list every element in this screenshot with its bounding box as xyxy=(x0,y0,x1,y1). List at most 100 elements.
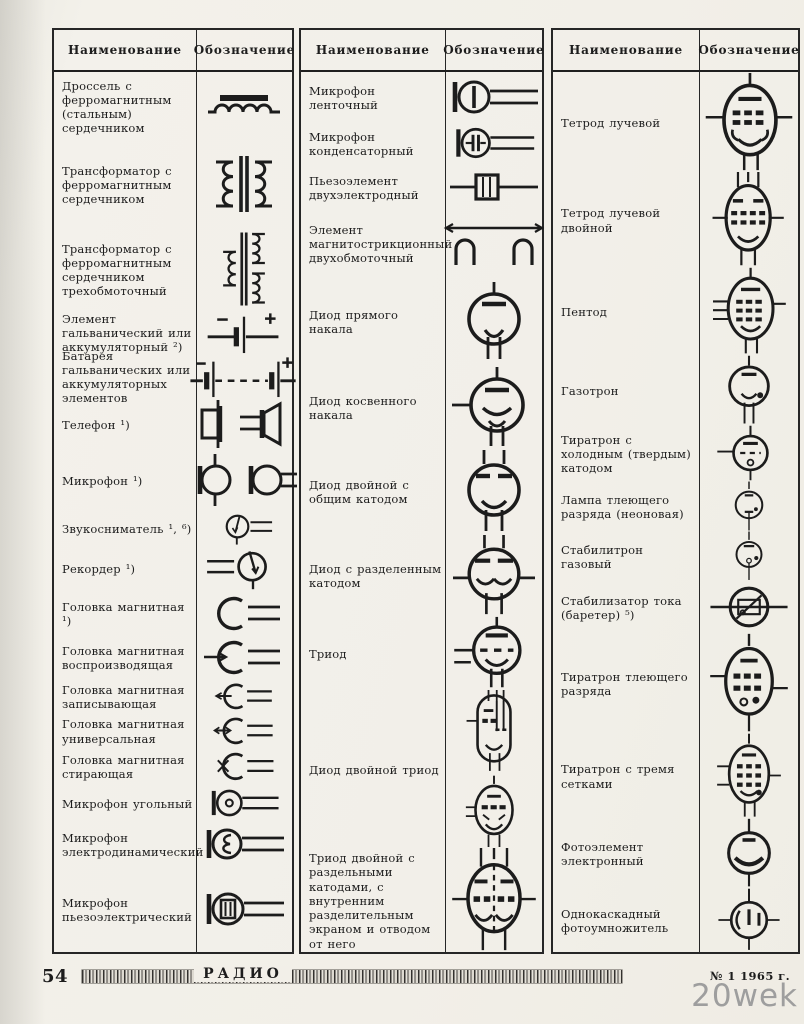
component-name: Тетрод лучевой xyxy=(553,72,700,172)
magazine-title: РАДИО xyxy=(194,965,292,982)
component-name: Микрофон электродинамический xyxy=(54,822,203,866)
component-name: Головка магнитная универсальная xyxy=(54,713,197,748)
table-row: Головка магнитная записывающая xyxy=(54,679,292,713)
photomultiplier-single-stage-icon xyxy=(700,888,798,952)
microphone-icon xyxy=(197,450,298,510)
component-name: Тетрод лучевой двойной xyxy=(553,172,700,267)
component-name: Батарея гальванических или аккумуляторны… xyxy=(54,349,197,405)
table-row: Стабилизатор тока (баретер) ⁵) xyxy=(553,581,798,633)
component-name: Стабилизатор тока (баретер) ⁵) xyxy=(553,581,700,633)
component-name: Трансформатор с ферромагнитным сердечник… xyxy=(54,228,197,310)
microphone-condenser-icon xyxy=(446,122,542,164)
table-row: Газотрон xyxy=(553,355,798,425)
component-name: Элемент магнитострикционный двухобмоточн… xyxy=(301,210,452,276)
component-name: Трансформатор с ферромагнитным сердечник… xyxy=(54,140,197,228)
recorder-icon xyxy=(197,546,292,591)
magnetic-head-playback-icon xyxy=(197,635,292,679)
component-name: Фотоэлемент электронный xyxy=(553,818,700,888)
table-row: Элемент гальванический или аккумуляторны… xyxy=(54,310,292,354)
table-row: Диод с разделенным катодом xyxy=(301,534,542,616)
table-row: Диод прямого накала xyxy=(301,276,542,366)
microphone-electrodynamic-icon xyxy=(197,822,292,866)
microphone-carbon-icon xyxy=(197,784,292,822)
page-footer: 54 РАДИО № 1 1965 г. xyxy=(42,963,790,989)
table-row: Микрофон электродинамический xyxy=(54,822,292,866)
beam-tetrode-icon xyxy=(700,72,798,172)
table-row: Головка магнитная универсальная xyxy=(54,713,292,748)
table-row: Микрофон пьезоэлектрический xyxy=(54,866,292,952)
triode-icon xyxy=(446,616,542,690)
component-name: Диод с разделенным катодом xyxy=(301,534,446,616)
transformer-three-winding-icon xyxy=(197,228,292,310)
component-name: Элемент гальванический или аккумуляторны… xyxy=(54,310,197,354)
component-name: Однокаскадный фотоумножитель xyxy=(553,888,700,952)
table-row: Дроссель с ферромагнитным (стальным) сер… xyxy=(54,72,292,140)
component-name: Диод косвенного накала xyxy=(301,366,446,448)
table-row: Головка магнитная воспроизводящая xyxy=(54,635,292,679)
beam-tetrode-double-icon xyxy=(700,172,798,267)
component-name: Звукосниматель ¹, ⁶) xyxy=(54,510,197,546)
thyratron-three-grids-icon xyxy=(700,733,798,818)
component-name: Микрофон угольный xyxy=(54,784,197,822)
table-row: Звукосниматель ¹, ⁶) xyxy=(54,510,292,546)
table-row: Стабилитрон газовый xyxy=(553,531,798,581)
table-row: Тиратрон с холодным (твердым) катодом xyxy=(553,425,798,481)
component-name: Тиратрон тлеющего разряда xyxy=(553,633,700,733)
table-row: Пентод xyxy=(553,267,798,355)
table-row: Триод xyxy=(301,616,542,690)
issue-label: № 1 1965 г. xyxy=(710,969,790,983)
component-name: Головка магнитная стирающая xyxy=(54,748,197,784)
component-name: Тиратрон с холодным (твердым) катодом xyxy=(553,425,700,481)
table-row: Тиратрон тлеющего разряда xyxy=(553,633,798,733)
barretter-icon xyxy=(700,581,798,633)
component-name: Телефон ¹) xyxy=(54,398,197,450)
component-name: Рекордер ¹) xyxy=(54,546,197,591)
double-diode-common-cathode-icon xyxy=(446,448,542,534)
footer-rule-bar: РАДИО xyxy=(82,965,623,983)
component-name: Газотрон xyxy=(553,355,700,425)
table-row: Пьезоэлемент двухэлектродный xyxy=(301,164,542,210)
diode-direct-heating-icon xyxy=(446,276,542,366)
component-name: Диод двойной триод xyxy=(301,690,446,848)
table-row: Фотоэлемент электронный xyxy=(553,818,798,888)
table-row: Микрофон угольный xyxy=(54,784,292,822)
component-name: Головка магнитная воспроизводящая xyxy=(54,635,197,679)
header-name-column: Наименование xyxy=(54,30,197,70)
thyratron-cold-cathode-icon xyxy=(700,425,798,481)
telephone-icon xyxy=(197,398,292,450)
microphone-ribbon-icon xyxy=(446,72,542,122)
transformer-two-winding-icon xyxy=(197,140,292,228)
table-row: Головка магнитная ¹) xyxy=(54,591,292,635)
table-row: Диод двойной с общим катодом xyxy=(301,448,542,534)
component-name: Стабилитрон газовый xyxy=(553,531,700,581)
table-row: Тетрод лучевой двойной xyxy=(553,172,798,267)
component-name: Головка магнитная записывающая xyxy=(54,679,197,713)
watermark: 20wek xyxy=(691,978,798,1014)
table-row: Диод косвенного накала xyxy=(301,366,542,448)
gasotron-icon xyxy=(700,355,798,425)
component-name: Диод двойной с общим катодом xyxy=(301,448,446,534)
table-row: Трансформатор с ферромагнитным сердечник… xyxy=(54,140,292,228)
table-row: Батарея гальванических или аккумуляторны… xyxy=(54,349,297,405)
component-name: Микрофон ¹) xyxy=(54,450,197,510)
component-name: Диод прямого накала xyxy=(301,276,446,366)
table-row: Тиратрон с тремя сетками xyxy=(553,733,798,818)
table-row: Однокаскадный фотоумножитель xyxy=(553,888,798,952)
component-name: Микрофон ленточный xyxy=(301,72,446,122)
diode-indirect-heating-icon xyxy=(446,366,542,448)
table-row: Микрофон ¹) xyxy=(54,450,298,510)
component-name: Головка магнитная ¹) xyxy=(54,591,197,635)
table-row: Микрофон конденсаторный xyxy=(301,122,542,164)
galvanic-cell-icon xyxy=(197,310,292,354)
page-number: 54 xyxy=(42,965,69,987)
component-name: Триод xyxy=(301,616,446,690)
table-row: Микрофон ленточный xyxy=(301,72,542,122)
magnetic-head-icon xyxy=(197,591,292,635)
component-name: Пьезоэлемент двухэлектродный xyxy=(301,164,446,210)
table-row: Тетрод лучевой xyxy=(553,72,798,172)
table-row: Трансформатор с ферромагнитным сердечник… xyxy=(54,228,292,310)
gas-stabilitron-icon xyxy=(700,531,798,581)
